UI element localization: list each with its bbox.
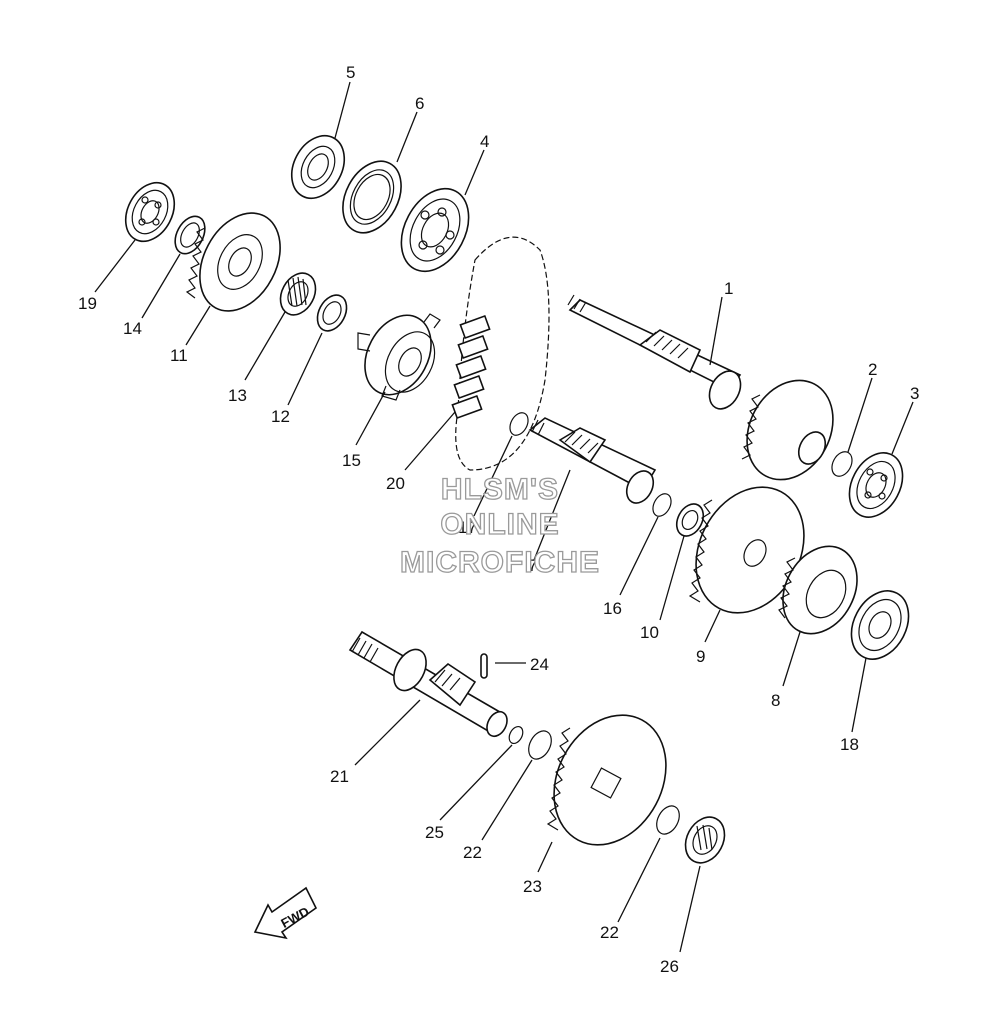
label-21: 21: [330, 767, 349, 786]
part-26-needle-bearing[interactable]: [678, 810, 732, 869]
label-23: 23: [523, 877, 542, 896]
part-17-circlip[interactable]: [506, 410, 531, 439]
part-10-washer[interactable]: [671, 499, 708, 540]
label-12: 12: [271, 407, 290, 426]
part-24-pin[interactable]: [480, 653, 488, 679]
part-6-seal-ring[interactable]: [331, 151, 413, 243]
label-1: 1: [724, 279, 733, 298]
watermark: HLSM'S ONLINE MICROFICHE: [399, 472, 600, 579]
part-18-bearing[interactable]: [840, 581, 920, 669]
label-19: 19: [78, 294, 97, 313]
part-13-needle-bearing[interactable]: [274, 267, 323, 321]
watermark-line-3: MICROFICHE: [400, 546, 600, 579]
part-16-circlip[interactable]: [649, 491, 674, 520]
part-11-gear[interactable]: [184, 199, 296, 325]
label-16: 16: [603, 599, 622, 618]
leader-lines: [94, 81, 914, 953]
label-17: 17: [458, 518, 477, 537]
label-11: 11: [170, 346, 188, 365]
watermark-line-2: ONLINE: [440, 508, 559, 541]
forward-direction-arrow: FWD: [253, 886, 318, 940]
part-5-oil-seal[interactable]: [281, 127, 354, 208]
label-26: 26: [660, 957, 679, 976]
label-2: 2: [868, 360, 877, 379]
label-5: 5: [346, 63, 355, 82]
part-25-circlip[interactable]: [506, 724, 525, 746]
label-8: 8: [771, 691, 780, 710]
label-14: 14: [123, 319, 142, 338]
label-24: 24: [530, 655, 549, 674]
part-23-large-gear[interactable]: [532, 696, 688, 865]
label-20: 20: [386, 474, 405, 493]
part-3-bearing[interactable]: [839, 444, 913, 527]
part-7-drive-shaft[interactable]: [528, 417, 659, 508]
part-12-washer[interactable]: [312, 290, 353, 336]
part-15-dog-clutch[interactable]: [352, 304, 445, 406]
part-9-large-gear[interactable]: [675, 468, 825, 631]
part-1-main-shaft[interactable]: [567, 294, 850, 495]
label-13: 13: [228, 386, 247, 405]
label-4: 4: [480, 132, 489, 151]
part-4-bearing[interactable]: [388, 177, 482, 283]
label-22-upper: 22: [463, 843, 482, 862]
part-2-circlip[interactable]: [828, 448, 856, 479]
label-7: 7: [528, 556, 537, 575]
label-15: 15: [342, 451, 361, 470]
label-9: 9: [696, 647, 705, 666]
part-8-gear[interactable]: [768, 533, 871, 646]
label-6: 6: [415, 94, 424, 113]
part-20-chain[interactable]: [451, 236, 550, 471]
label-25: 25: [425, 823, 444, 842]
part-22-circlip-upper[interactable]: [524, 727, 556, 763]
part-19-bearing[interactable]: [116, 174, 184, 249]
part-14-washer[interactable]: [169, 211, 211, 259]
part-number-labels: 5 6 4 1 2 3 19 14 11 13 12 15 20 17 7 16…: [78, 63, 919, 976]
label-22-lower: 22: [600, 923, 619, 942]
label-10: 10: [640, 623, 659, 642]
watermark-line-1: HLSM'S: [441, 473, 559, 506]
part-22-circlip-lower[interactable]: [652, 802, 684, 838]
label-3: 3: [910, 384, 919, 403]
label-18: 18: [840, 735, 859, 754]
part-21-output-shaft[interactable]: [348, 630, 511, 740]
